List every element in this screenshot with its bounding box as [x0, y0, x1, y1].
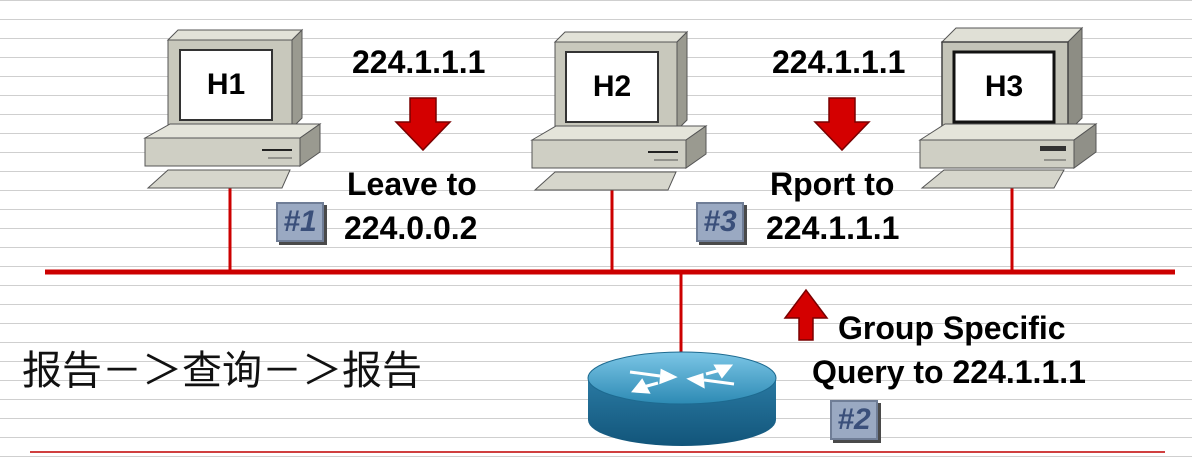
step1-badge: #1	[276, 202, 324, 242]
step3-message-line1: Rport to	[770, 166, 895, 202]
step1-message-line1: Leave to	[347, 166, 477, 202]
sequence-caption: 报告－＞查询－＞报告	[22, 348, 422, 394]
step3-badge: #3	[696, 202, 744, 242]
step3-group-address: 224.1.1.1	[772, 44, 906, 80]
step1-group-address: 224.1.1.1	[352, 44, 486, 80]
h3-label: H3	[984, 70, 1024, 103]
h1-label: H1	[206, 68, 246, 101]
h1-computer-icon	[143, 28, 322, 189]
query-up-arrow	[783, 288, 829, 341]
step1-message-line2: 224.0.0.2	[344, 210, 478, 246]
h2-label: H2	[592, 70, 632, 103]
h3-computer-icon	[918, 26, 1098, 189]
h2-computer-icon	[530, 30, 708, 191]
leave-down-arrow	[394, 97, 452, 152]
report-down-arrow	[813, 97, 871, 152]
step3-message-line2: 224.1.1.1	[766, 210, 900, 246]
step2-badge: #2	[830, 400, 878, 440]
step2-message-line2: Query to 224.1.1.1	[812, 354, 1086, 390]
step2-message-line1: Group Specific	[838, 310, 1066, 346]
router-icon	[587, 351, 777, 446]
